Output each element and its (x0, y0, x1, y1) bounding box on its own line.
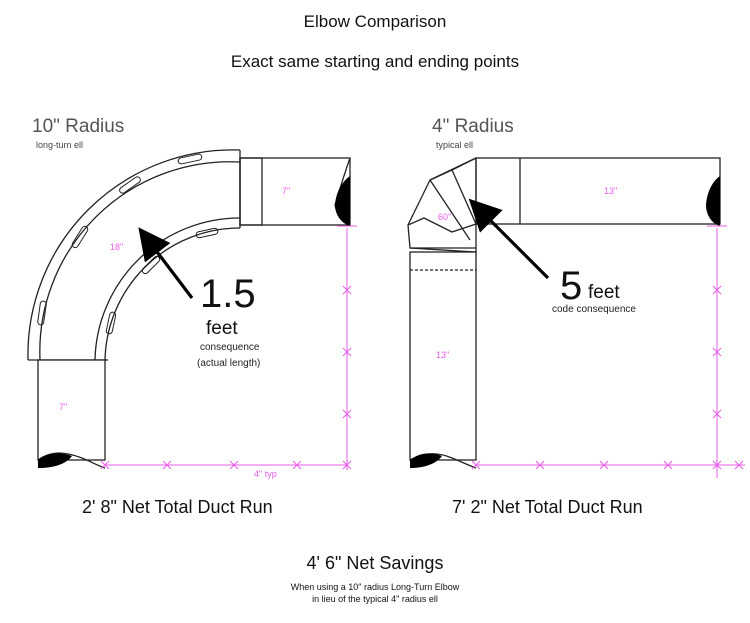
right-consequence-arrow (468, 198, 550, 280)
right-bottom-end-cap (410, 453, 442, 468)
savings-line1: When using a 10" radius Long-Turn Elbow (290, 582, 460, 592)
left-elbow-length: 18" (110, 242, 123, 252)
left-elbow-drawing (27, 149, 351, 469)
left-radius-title: 10" Radius (32, 116, 125, 137)
left-dim-ticks (100, 285, 352, 470)
right-elbow-length: 60" (438, 212, 451, 222)
left-consequence-note: (actual length) (197, 358, 261, 369)
right-dimension-lines (476, 225, 745, 478)
right-vertical-pipe (409, 251, 477, 461)
right-radius-subtitle: typical ell (436, 140, 474, 150)
right-elbow-drawing (407, 157, 721, 469)
right-consequence-unit: feet (588, 282, 620, 303)
left-total-duct-run: 2' 8" Net Total Duct Run (82, 497, 273, 517)
left-consequence-arrow (138, 227, 194, 299)
left-consequence-label: consequence (200, 342, 260, 353)
left-elbow-inner-arc (104, 227, 241, 361)
left-elbow-outer-arc-inner (39, 161, 241, 361)
left-bottom-pipe-length: 7" (59, 402, 67, 412)
left-consequence-unit: feet (206, 318, 238, 339)
right-top-end-cap (706, 176, 720, 226)
right-consequence-value: 5 (560, 264, 583, 308)
left-consequence-value: 1.5 (200, 272, 256, 316)
left-elbow-inner-arc-outer (94, 217, 241, 361)
left-dim-typ: 4" typ (254, 469, 277, 479)
page-subtitle: Exact same starting and ending points (230, 52, 520, 71)
left-radius-subtitle: long-turn ell (36, 140, 84, 150)
right-radius-title: 4" Radius (432, 116, 514, 137)
savings-line2: in lieu of the typical 4" radius ell (312, 594, 438, 604)
left-elbow-slots (37, 153, 219, 335)
right-top-pipe-length: 13" (604, 186, 617, 196)
left-bottom-pipe (37, 359, 106, 461)
left-bottom-end-cap (38, 453, 72, 468)
left-dimension-lines (105, 225, 357, 470)
right-dim-ticks (471, 285, 744, 470)
left-top-end-cap (335, 176, 350, 226)
right-vertical-pipe-length: 13" (436, 350, 449, 360)
right-consequence-label: code consequence (552, 304, 636, 315)
left-top-pipe (239, 157, 351, 226)
page-title: Elbow Comparison (303, 12, 447, 31)
right-total-duct-run: 7' 2" Net Total Duct Run (452, 497, 643, 517)
left-top-pipe-length: 7" (282, 186, 290, 196)
left-elbow-outer-arc (27, 149, 241, 361)
right-top-pipe (475, 157, 721, 225)
savings-title: 4' 6" Net Savings (306, 553, 444, 573)
